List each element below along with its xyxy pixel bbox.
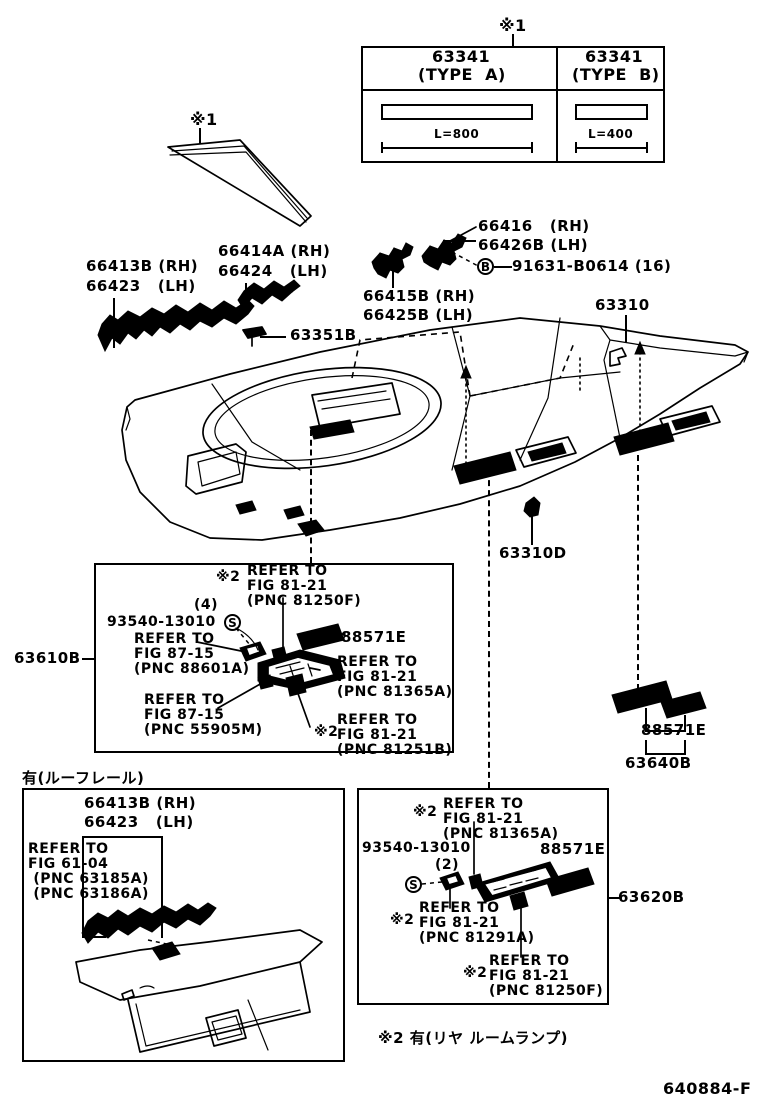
type-b-bar-shape [575,104,648,120]
detail-box-63610b [94,563,454,753]
bolt-part-number: 91631-B0614 (16) [512,257,672,275]
clip-63351b-label: 63351B [290,326,357,344]
bracket-a-leader [392,266,394,288]
detail-63610b-qty-4: (4) [194,597,219,613]
detail-63610b-mark2-a: ※2 [216,569,241,585]
bolt-symbol-circle: B [477,258,494,275]
rear-assist-88571e-leader [645,708,647,732]
rear-assist-88571e-label: 88571E [641,721,707,739]
type-b-type-label: (TYPE B) [572,65,660,84]
roof-rail-note-title: 有(ルーフレール) [22,769,145,787]
type-b-part-number: 63341 [585,47,644,66]
detail-63610b-assist-88571e: 88571E [341,628,407,646]
clip-63351b-leader [260,336,286,338]
rear-assy-63640b-leader-2 [684,740,686,755]
type-table [361,46,665,163]
roof-rail-bracket-left [82,836,84,937]
left-rail-lh-label: 66423 (LH) [86,277,196,295]
bracket-a-lh-label: 66425B (LH) [363,306,474,324]
type-b-dimension-tick-right [646,142,648,153]
detail-63610b-screw-circle: S [224,614,241,631]
drawing-number: 640884-F [663,1079,752,1098]
roof-rail-lh-label: 66423 (LH) [84,813,194,831]
headliner-to-63610b-dash [310,430,312,563]
roof-rail-bracket-top [82,836,163,838]
trim-strip-mark: ※1 [190,110,218,129]
type-a-length-label: L=800 [434,127,480,141]
rear-assy-63640b-bracket [645,753,685,755]
type-a-dimension-tick-right [531,142,533,153]
detail-box-63620b [357,788,609,1005]
type-a-dimension-tick-left [381,142,383,153]
type-table-column-divider [556,46,558,163]
detail-63620b-mark2-a: ※2 [413,804,438,820]
type-b-length-label: L=400 [588,127,634,141]
type-table-header-divider [361,89,665,91]
detail-63620b-refer-81250f: REFER TO FIG 81-21 (PNC 81250F) [489,953,604,1000]
type-table-mark: ※1 [499,16,527,35]
rear-assy-63640b-label: 63640B [625,754,692,772]
type-b-dimension-line [575,147,648,149]
detail-63620b-assist-88571e: 88571E [540,840,606,858]
detail-63620b-screw-part: 93540-13010 [362,840,471,856]
detail-63610b-label-leader [82,658,95,660]
detail-63620b-qty-2: (2) [435,857,460,873]
detail-box-roof-rail [22,788,345,1062]
headliner-to-63620b-dash [488,470,490,788]
mid-rail-lh-label: 66424 (LH) [218,262,328,280]
trim-strip-leader [199,128,201,150]
type-table-leader [512,34,514,47]
detail-63620b-refer-81291a: REFER TO FIG 81-21 (PNC 81291A) [419,900,535,947]
rear-assy-63640b-leader [645,740,647,755]
detail-63620b-mark2-c: ※2 [463,965,488,981]
headliner-to-63640b-dash [637,455,639,690]
footnote-2-text: ※2 有(リヤ ルームランプ) [378,1029,569,1047]
type-a-bar-shape [381,104,533,120]
detail-63620b-screw-circle: S [405,876,422,893]
headliner-clip-label: 63310D [499,544,567,562]
left-rail-rh-label: 66413B (RH) [86,257,199,275]
bolt-leader [494,266,512,268]
detail-63610b-refer-88601a: REFER TO FIG 87-15 (PNC 88601A) [134,631,250,678]
bracket-a-rh-label: 66415B (RH) [363,287,476,305]
headliner-clip-leader [531,516,533,545]
rear-assist-88571e-bracket [645,730,685,732]
headliner-leader [625,315,627,343]
roof-rail-rh-label: 66413B (RH) [84,794,197,812]
bracket-b-lh-label: 66426B (LH) [478,236,589,254]
detail-63610b-screw-part: 93540-13010 [107,614,216,630]
detail-63620b-label-leader [609,897,621,899]
bracket-b-rh-label: 66416 (RH) [478,217,590,235]
type-b-dimension-tick-left [575,142,577,153]
headliner-label: 63310 [595,296,650,314]
detail-63610b-label: 63610B [14,649,81,667]
type-a-type-label: (TYPE A) [418,65,506,84]
type-a-dimension-line [381,147,533,149]
detail-63620b-refer-81365a: REFER TO FIG 81-21 (PNC 81365A) [443,796,559,843]
rear-assist-88571e-leader-2 [684,715,686,732]
detail-63620b-mark2-b: ※2 [390,912,415,928]
type-a-part-number: 63341 [432,47,491,66]
detail-63610b-refer-81251b: REFER TO FIG 81-21 (PNC 81251B) [337,712,453,759]
detail-63610b-refer-81250f: REFER TO FIG 81-21 (PNC 81250F) [247,563,362,610]
detail-63610b-refer-55905m: REFER TO FIG 87-15 (PNC 55905M) [144,692,263,739]
detail-63610b-mark2-c: ※2 [314,724,339,740]
detail-63620b-label: 63620B [618,888,685,906]
roof-rail-refer-61-04: REFER TO FIG 61-04 (PNC 63185A) (PNC 631… [28,841,149,903]
mid-rail-rh-label: 66414A (RH) [218,242,331,260]
roof-rail-bracket-right [161,836,163,938]
